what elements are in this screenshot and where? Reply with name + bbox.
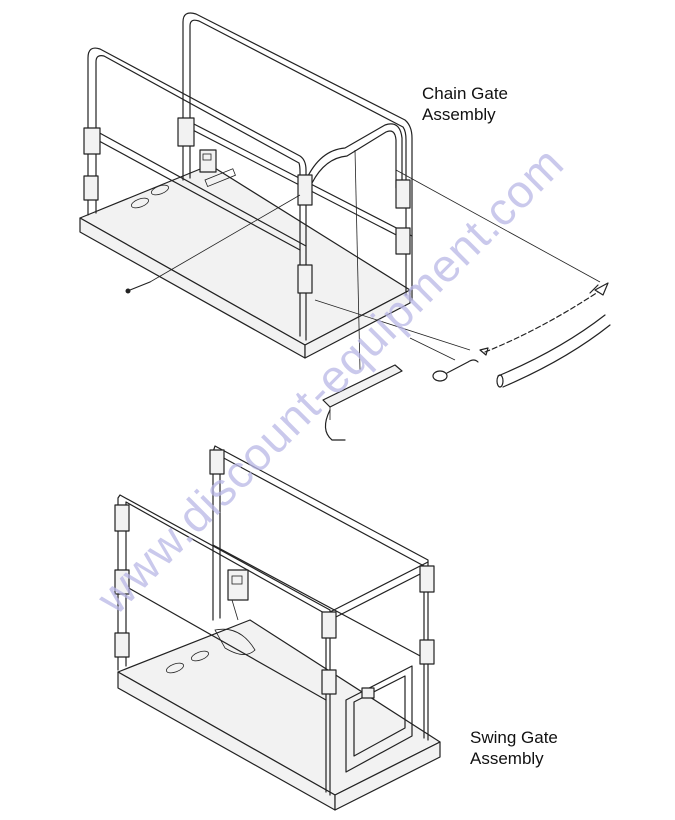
- chain-gate-label-line1: Chain Gate: [422, 84, 508, 103]
- swing-gate-label-line1: Swing Gate: [470, 728, 558, 747]
- swing-gate-assembly-label: Swing Gate Assembly: [470, 727, 558, 769]
- swing-gate-label-line2: Assembly: [470, 749, 544, 768]
- chain-gate-assembly-label: Chain Gate Assembly: [422, 83, 508, 125]
- chain-gate-label-line2: Assembly: [422, 105, 496, 124]
- swing-gate-platform: [114, 445, 441, 811]
- chain-gate-exploded-parts: [125, 149, 611, 441]
- chain-gate-platform: [79, 12, 413, 359]
